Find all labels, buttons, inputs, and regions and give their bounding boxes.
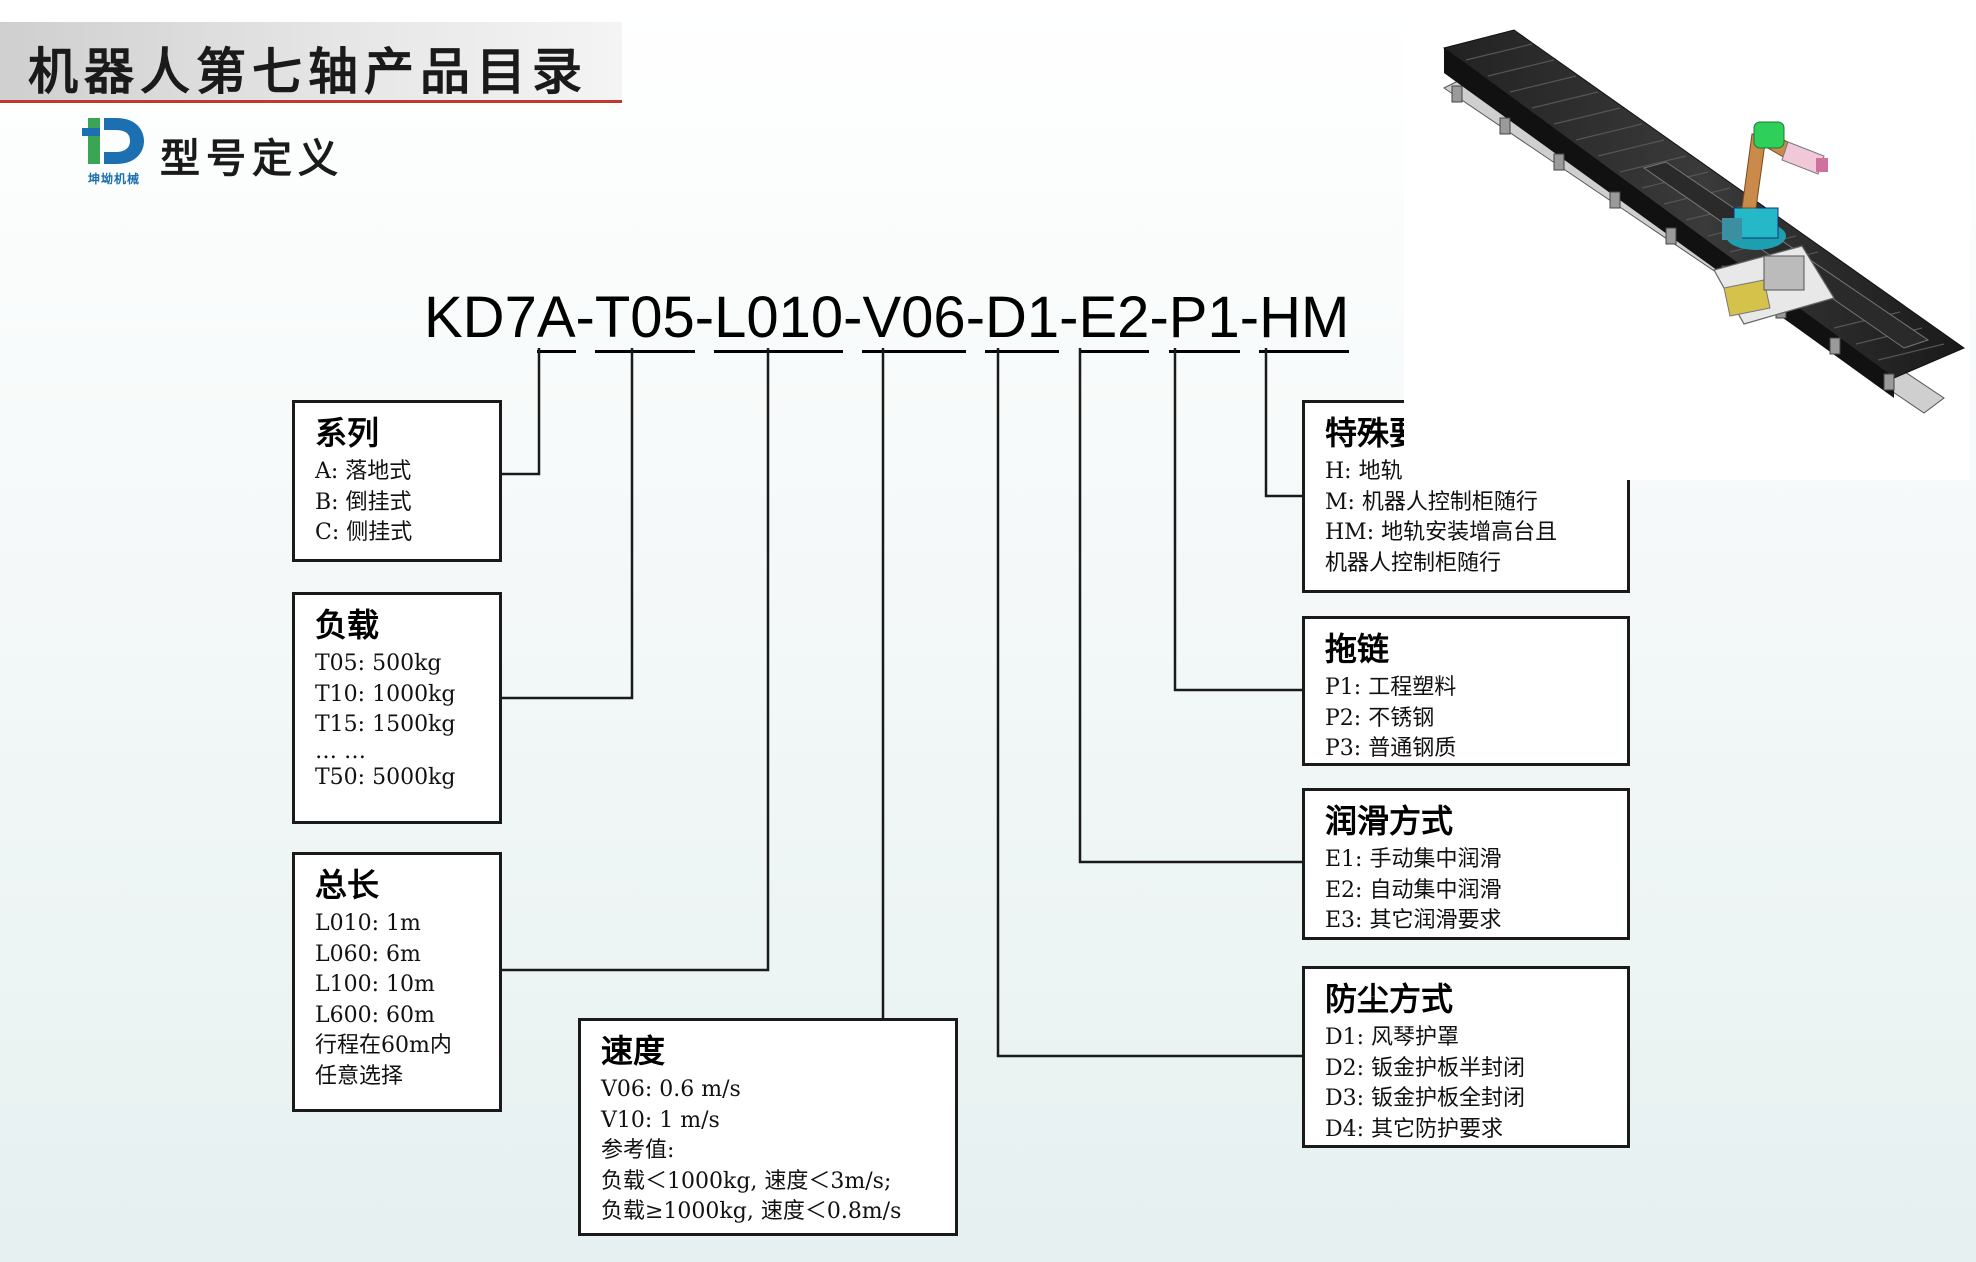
speed-box: 速度 V06: 0.6 m/s V10: 1 m/s 参考值: 负载＜1000k…	[578, 1018, 958, 1236]
lube-row: E3: 其它润滑要求	[1325, 908, 1502, 933]
speed-row: V10: 1 m/s	[601, 1107, 720, 1133]
load-title: 负载	[315, 606, 380, 644]
model-segment-load: T05	[594, 285, 695, 353]
dust-row: D4: 其它防护要求	[1325, 1116, 1504, 1142]
load-row: T10: 1000kg	[315, 681, 456, 707]
lube-row: E1: 手动集中润滑	[1325, 847, 1502, 872]
logo-text: 坤坳机械	[87, 172, 140, 186]
series-row: A: 落地式	[315, 459, 412, 484]
model-separator: -	[965, 285, 986, 350]
product-illustration	[1404, 18, 1970, 480]
speed-row: 参考值:	[601, 1138, 675, 1163]
model-segment-lube: E2	[1078, 285, 1150, 353]
connector-load	[502, 348, 634, 700]
dust-row: D2: 钣金护板半封闭	[1325, 1055, 1526, 1081]
speed-title: 速度	[601, 1032, 666, 1070]
model-segment-series: A	[536, 285, 576, 353]
lube-title: 润滑方式	[1325, 802, 1454, 840]
connector-length	[502, 348, 770, 972]
length-row: L010: 1m	[315, 911, 421, 936]
chain-row: P1: 工程塑料	[1325, 675, 1457, 700]
connector-chain	[1173, 348, 1304, 692]
chain-row: P3: 普通钢质	[1325, 736, 1457, 761]
robot-rail-illustration	[1442, 29, 1966, 414]
dust-row: D3: 钣金护板全封闭	[1325, 1086, 1526, 1111]
logo-icon	[82, 118, 144, 164]
model-segment-special: HM	[1259, 285, 1350, 353]
page-title: 机器人第七轴产品目录	[28, 42, 588, 101]
model-segment-dust: D1	[985, 285, 1060, 353]
dust-box: 防尘方式 D1: 风琴护罩 D2: 钣金护板半封闭 D3: 钣金护板全封闭 D4…	[1302, 966, 1630, 1148]
load-row: … …	[315, 738, 366, 764]
model-segment-chain: P1	[1168, 285, 1240, 353]
speed-row: 负载＜1000kg, 速度＜3m/s;	[601, 1168, 892, 1194]
model-separator: -	[843, 285, 863, 350]
lube-box: 润滑方式 E1: 手动集中润滑 E2: 自动集中润滑 E3: 其它润滑要求	[1302, 788, 1630, 940]
dust-row: D1: 风琴护罩	[1325, 1025, 1460, 1050]
model-separator: -	[694, 285, 715, 350]
lube-row: E2: 自动集中润滑	[1325, 877, 1502, 903]
length-row: L060: 6m	[315, 941, 421, 967]
length-row: L100: 10m	[315, 972, 435, 997]
special-row: 机器人控制柜随行	[1325, 550, 1502, 576]
model-segment-length: L010	[714, 285, 844, 353]
series-title: 系列	[315, 414, 380, 452]
dust-title: 防尘方式	[1325, 980, 1454, 1018]
model-separator: -	[1059, 285, 1079, 350]
connector-special	[1264, 348, 1304, 498]
length-box: 总长 L010: 1m L060: 6m L100: 10m L600: 60m…	[292, 852, 502, 1112]
load-row: T05: 500kg	[315, 651, 442, 676]
length-row: 任意选择	[315, 1063, 404, 1089]
load-row: T50: 5000kg	[315, 764, 456, 790]
model-separator: -	[1239, 285, 1260, 350]
speed-row: 负载≥1000kg, 速度＜0.8m/s	[601, 1199, 902, 1224]
special-row: HM: 地轨安装增高台且	[1325, 520, 1558, 545]
title-bar: 机器人第七轴产品目录	[0, 22, 622, 103]
model-separator: -	[1149, 285, 1169, 350]
page-subtitle: 型号定义	[160, 135, 344, 182]
chain-row: P2: 不锈钢	[1325, 705, 1435, 731]
load-box: 负载 T05: 500kg T10: 1000kg T15: 1500kg … …	[292, 592, 502, 824]
model-segment-speed: V06	[862, 285, 966, 353]
model-separator: -	[575, 285, 595, 350]
model-prefix: KD7	[424, 285, 537, 350]
connector-series	[502, 348, 541, 476]
connector-dust	[996, 348, 1304, 1058]
chain-title: 拖链	[1325, 630, 1390, 668]
special-row: M: 机器人控制柜随行	[1325, 489, 1538, 515]
series-row: B: 倒挂式	[315, 489, 412, 515]
load-row: T15: 1500kg	[315, 712, 456, 737]
length-row: 行程在60m内	[315, 1033, 452, 1058]
series-box: 系列 A: 落地式 B: 倒挂式 C: 侧挂式	[292, 400, 502, 562]
length-row: L600: 60m	[315, 1002, 435, 1028]
connector-lube	[1078, 348, 1304, 864]
company-logo: 坤坳机械	[80, 112, 148, 186]
speed-row: V06: 0.6 m/s	[601, 1077, 741, 1102]
chain-box: 拖链 P1: 工程塑料 P2: 不锈钢 P3: 普通钢质	[1302, 616, 1630, 766]
series-row: C: 侧挂式	[315, 520, 413, 545]
length-title: 总长	[315, 866, 380, 904]
model-code: KD7A-T05-L010-V06-D1-E2-P1-HM	[424, 284, 1350, 353]
